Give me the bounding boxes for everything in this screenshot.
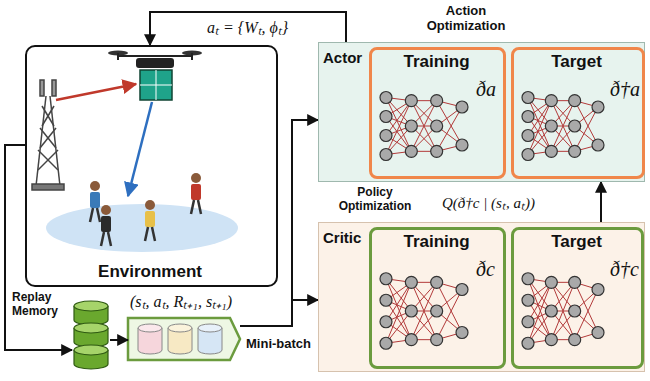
flow-arrow	[600, 182, 602, 227]
actor-panel: Actor Training ða Target ð†a	[318, 42, 645, 182]
user-figure	[90, 181, 100, 222]
user-figure	[145, 200, 155, 241]
node-title: Training	[372, 232, 501, 252]
flow-arrow	[240, 300, 318, 326]
parameter-symbol: ða	[476, 78, 496, 101]
parameter-symbol: ð†a	[610, 78, 640, 101]
transition-tuple: (sₜ, aₜ, Rₜ₊₁, sₜ₊₁)	[130, 290, 232, 312]
parameter-symbol: ð†c	[610, 258, 639, 281]
base-station-tower	[32, 80, 64, 190]
training-network: Training ða	[369, 47, 506, 179]
stage-label: Policy Optimization	[328, 185, 422, 213]
critic-panel: Critic Training ðc Target ð†c	[318, 222, 645, 372]
node-title: Mini-batch	[246, 336, 311, 351]
node-title: Target	[514, 52, 639, 72]
user-figure	[191, 173, 201, 214]
environment-box: Environment	[25, 45, 278, 287]
users	[90, 173, 201, 246]
node-title: Environment	[27, 262, 273, 282]
signal-beam	[56, 84, 136, 100]
user-figure	[101, 205, 111, 246]
target-network: Target ð†a	[511, 47, 645, 179]
uav-drone	[108, 51, 202, 101]
node-title: Training	[372, 52, 501, 72]
edge-label: aₜ = {Wₜ, ϕₜ}	[205, 16, 290, 38]
edge-label: Q(ð†c | (sₜ, aₜ))	[440, 192, 537, 212]
replay-memory: Replay Memory	[72, 300, 110, 374]
flow-arrow	[5, 145, 72, 350]
mini-batch: Mini-batch	[128, 318, 240, 360]
node-title: Critic	[323, 229, 361, 246]
node-title: Target	[514, 232, 639, 252]
stage-label: Action Optimization	[416, 3, 516, 33]
replay-memory-icon	[74, 301, 108, 369]
training-network: Training ðc	[369, 227, 506, 369]
node-title: Actor	[323, 49, 362, 66]
reflected-beam	[128, 102, 152, 196]
flow-arrow	[240, 120, 318, 326]
target-network: Target ð†c	[511, 227, 644, 369]
flow-arrow	[110, 339, 128, 341]
mini-batch-shape	[128, 318, 240, 360]
parameter-symbol: ðc	[476, 258, 495, 281]
flow-arrow	[150, 12, 346, 45]
ground-area	[46, 204, 238, 252]
node-title: Replay Memory	[12, 290, 68, 318]
